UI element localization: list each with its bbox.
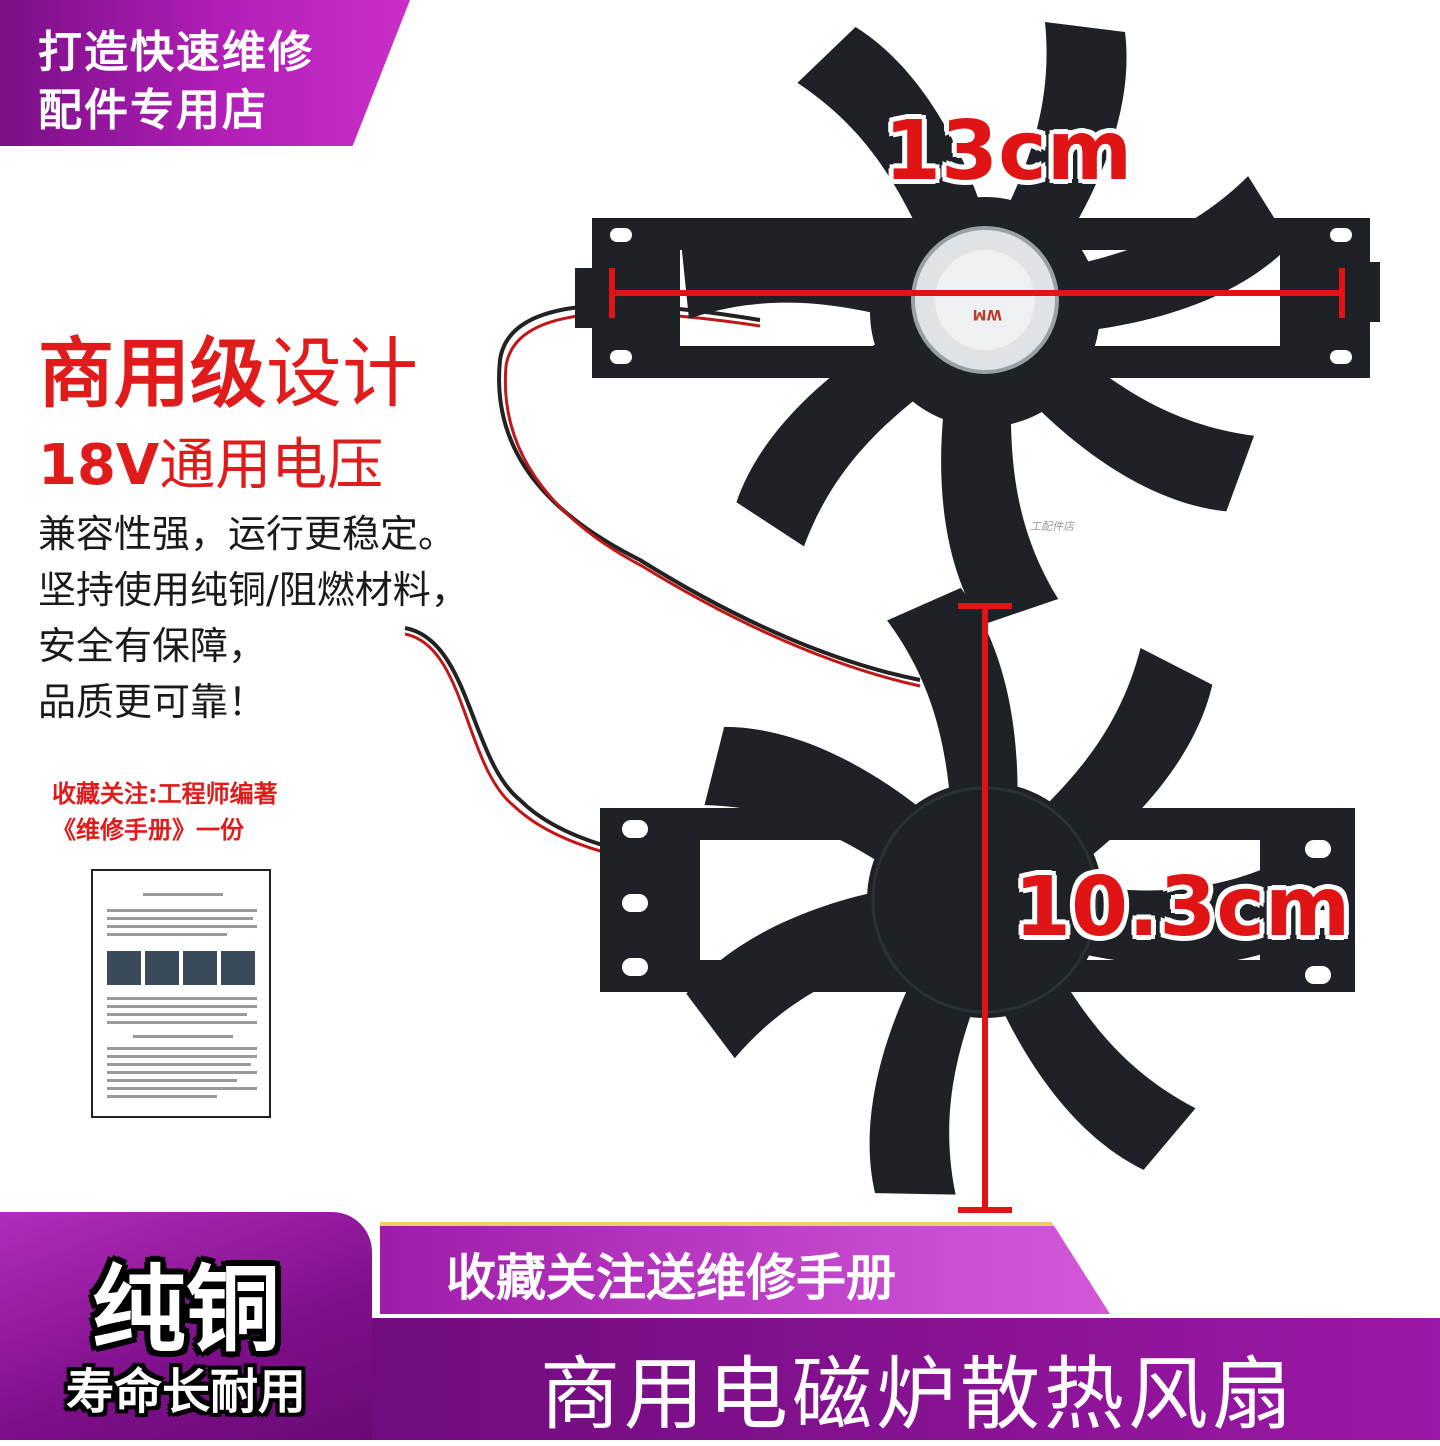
banner-line-2: 配件专用店 [38, 85, 268, 136]
manual-text-line [107, 1021, 257, 1024]
manual-text-line [107, 1079, 237, 1082]
manual-text-line [107, 917, 253, 920]
watermark-mark: 工配件店 [1030, 520, 1074, 533]
desc-line: 坚持使用纯铜/阻燃材料， [38, 568, 469, 612]
manual-text-line [107, 1055, 257, 1058]
product-name: 商用电磁炉散热风扇 [540, 1348, 1296, 1441]
manual-text-line [107, 1005, 257, 1008]
height-dimension-label: 10.3cm [1014, 860, 1351, 955]
manual-text-line [107, 1063, 251, 1066]
feature-title-light: 设计 [266, 329, 418, 418]
width-measure-line [609, 268, 1345, 318]
feature-description: 兼容性强，运行更稳定。 坚持使用纯铜/阻燃材料， 安全有保障， 品质更可靠！ [38, 506, 469, 730]
copper-badge [0, 1212, 372, 1440]
manual-text-line [107, 1087, 257, 1090]
top-banner: 打造快速维修 配件专用店 [0, 0, 410, 146]
svg-text:WM: WM [973, 306, 1002, 322]
voltage-light: 通用电压 [159, 433, 384, 498]
feature-title-bold: 商用级 [38, 329, 266, 418]
voltage-bold: 18V [38, 433, 160, 498]
manual-text-line [107, 1095, 217, 1098]
top-fan: WM [575, 19, 1380, 635]
manual-text-line [133, 1035, 233, 1038]
manual-title-line [143, 893, 223, 896]
width-dimension-label: 13cm [884, 104, 1133, 199]
copper-badge-sub: 寿命长耐用 [65, 1364, 306, 1420]
feature-title: 商用级设计 [38, 312, 418, 422]
desc-line: 兼容性强，运行更稳定。 [38, 512, 457, 556]
manual-text-line [107, 1071, 257, 1074]
manual-thumbnail [91, 869, 271, 1118]
manual-text-line [107, 1013, 247, 1016]
manual-text-line [107, 909, 257, 912]
manual-text-line [107, 925, 257, 928]
height-measure-line [958, 603, 1012, 1213]
promo-note-line-2: 《维修手册》一份 [52, 816, 244, 844]
banner-line-1: 打造快速维修 [38, 27, 314, 78]
manual-photo [145, 951, 179, 985]
manual-promo-note: 收藏关注:工程师编著 《维修手册》一份 [52, 776, 278, 848]
manual-text-line [107, 933, 227, 936]
manual-photo [221, 951, 255, 985]
manual-text-line [107, 997, 257, 1000]
promo-bar [380, 1222, 1110, 1314]
copper-badge-main: 纯铜 [91, 1256, 280, 1365]
feature-voltage: 18V通用电压 [38, 420, 383, 501]
promo-bar-text: 收藏关注送维修手册 [446, 1249, 896, 1307]
manual-text-line [107, 1047, 257, 1050]
promo-note-line-1: 收藏关注:工程师编著 [52, 780, 278, 808]
manual-photo [107, 951, 141, 985]
manual-photo [183, 951, 217, 985]
desc-line: 安全有保障， [38, 624, 267, 668]
desc-line: 品质更可靠！ [38, 680, 267, 724]
bottom-strip [360, 1318, 1440, 1440]
